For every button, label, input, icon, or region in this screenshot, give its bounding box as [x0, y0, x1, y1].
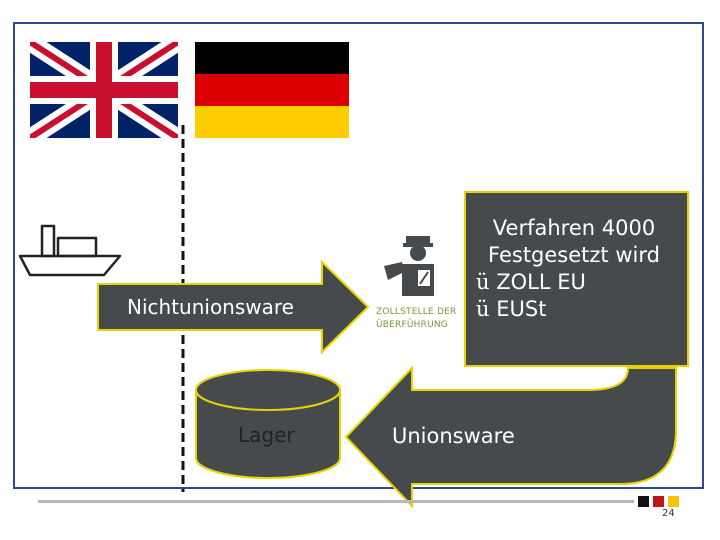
ship-icon [18, 224, 122, 277]
checkmark-icon: ü [476, 270, 490, 294]
non-union-goods-arrow [97, 259, 370, 355]
procedure-subtitle: Festgesetzt wird [488, 243, 660, 267]
uk-flag [30, 42, 178, 138]
union-goods-label: Unionsware [392, 424, 515, 448]
customs-office-line2: ÜBERFÜHRUNG [376, 320, 448, 330]
slide-frame [13, 22, 704, 489]
customs-officer-icon [384, 236, 434, 296]
procedure-box [464, 191, 689, 367]
germany-flag [195, 42, 349, 138]
warehouse-label: Lager [238, 423, 295, 447]
customs-office-line1: ZOLLSTELLE DER [376, 307, 457, 317]
non-union-goods-label: Nichtunionsware [127, 295, 294, 319]
procedure-item-import-vat: ü EUSt [476, 297, 547, 321]
procedure-box-text: Verfahren 4000 Festgesetzt wird ü ZOLL E… [468, 215, 680, 323]
footer-bar [38, 496, 679, 507]
procedure-item-customs-duty: ü ZOLL EU [476, 270, 586, 294]
checkmark-icon: ü [476, 297, 490, 321]
customs-office-caption: ZOLLSTELLE DER ÜBERFÜHRUNG [376, 306, 456, 332]
page-number: 24 [662, 508, 675, 519]
union-goods-arrow [344, 365, 677, 509]
procedure-title: Verfahren 4000 [492, 216, 656, 240]
warehouse-cylinder [195, 369, 341, 479]
